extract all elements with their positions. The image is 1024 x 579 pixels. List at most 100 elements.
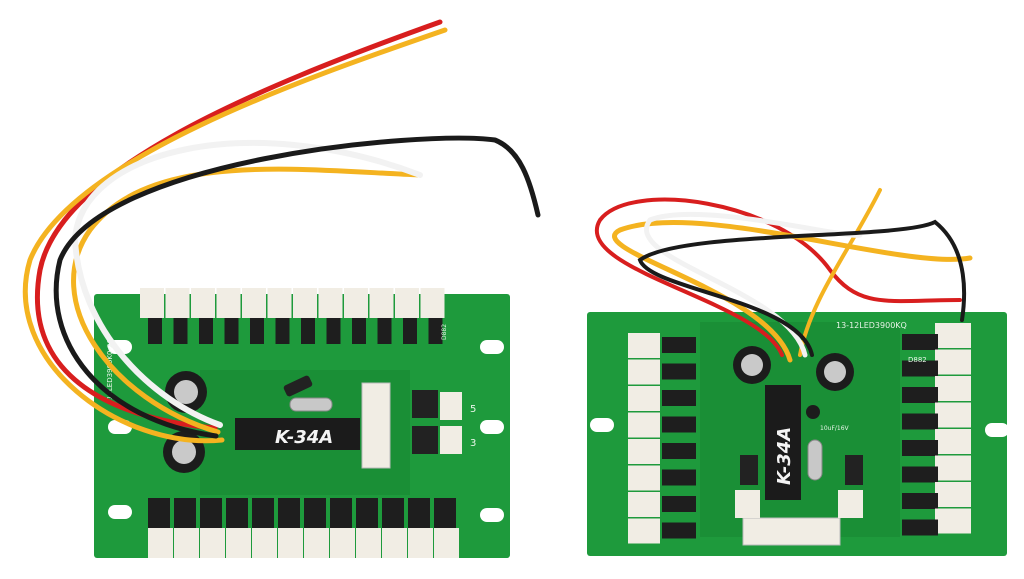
mounting-hole	[985, 423, 1009, 437]
left-board-code: 12LED3900K0-26	[106, 339, 114, 400]
left-port-label-5: 5	[470, 404, 476, 415]
connector	[304, 528, 329, 558]
connector	[935, 429, 971, 454]
connector	[278, 528, 303, 558]
transistor	[382, 498, 404, 528]
connector	[628, 359, 660, 385]
connector	[242, 288, 266, 318]
transistor	[662, 337, 696, 353]
transistor	[301, 318, 315, 344]
connector	[252, 528, 277, 558]
transistor	[199, 318, 213, 344]
transistor	[662, 416, 696, 433]
connector	[293, 288, 317, 318]
right-capacitor-2-top	[824, 361, 846, 383]
transistor	[148, 498, 170, 528]
right-chip-label: K-34A	[774, 427, 795, 485]
transistor	[902, 493, 938, 509]
right-led-driver-board: 13-12LED3900KQ K-34A 10uF/16V D882	[587, 312, 1009, 556]
left-capacitor-2-top	[172, 440, 196, 464]
mounting-hole	[480, 420, 504, 434]
transistor	[174, 498, 196, 528]
connector	[382, 528, 407, 558]
left-crystal	[289, 397, 333, 412]
right-cap-label: 10uF/16V	[820, 425, 850, 432]
connector	[356, 528, 381, 558]
connector	[216, 288, 241, 318]
right-transistor-b	[845, 455, 863, 485]
transistor	[662, 469, 696, 486]
left-small-capacitor	[283, 375, 313, 397]
transistor	[902, 466, 938, 483]
mounting-hole	[590, 418, 614, 432]
transistor	[902, 519, 938, 536]
transistor	[173, 318, 188, 344]
transistor	[326, 318, 341, 344]
connector	[267, 288, 292, 318]
connector	[935, 455, 971, 481]
mounting-hole	[480, 340, 504, 354]
left-black-wire	[53, 135, 541, 439]
connector	[318, 288, 343, 318]
transistor	[377, 318, 392, 344]
right-yellow-stub	[798, 188, 882, 357]
left-microcontroller-chip	[235, 418, 360, 450]
left-chip-label: K-34A	[275, 427, 333, 448]
mounting-hole	[480, 508, 504, 522]
connector	[191, 288, 215, 318]
transistor	[662, 390, 696, 406]
right-board-code: 13-12LED3900KQ	[836, 321, 907, 330]
left-transistor-label: D882	[441, 324, 448, 340]
transistor	[428, 318, 443, 344]
transistor	[403, 318, 417, 344]
connector	[628, 386, 660, 411]
transistor	[902, 334, 938, 350]
transistor	[330, 498, 352, 528]
connector	[628, 439, 660, 464]
connector	[935, 323, 971, 348]
right-crystal	[807, 439, 823, 481]
left-led-driver-board: 12LED3900K0-26 K-34A 5 3 D882	[94, 288, 510, 558]
transistor	[902, 413, 938, 430]
left-yellow-wire-2	[71, 166, 423, 435]
connector	[344, 288, 368, 318]
right-transistor-label: D882	[908, 356, 927, 364]
transistor	[352, 318, 366, 344]
transistor	[902, 387, 938, 403]
connector	[330, 528, 355, 558]
right-microcontroller-chip	[765, 385, 801, 500]
transistor	[200, 498, 222, 528]
connector	[174, 528, 199, 558]
transistor	[250, 318, 264, 344]
transistor	[275, 318, 290, 344]
left-power-transistor-1	[412, 390, 438, 418]
wire-bundles	[22, 19, 973, 444]
mounting-hole	[108, 505, 132, 519]
transistor	[902, 440, 938, 456]
transistor	[662, 443, 696, 459]
transistor	[662, 496, 696, 512]
left-port-3-connector	[440, 426, 462, 454]
connector	[148, 528, 173, 558]
transistor	[224, 318, 239, 344]
right-black-wire	[637, 219, 967, 357]
transistor	[902, 360, 938, 377]
left-red-wire	[35, 19, 443, 431]
connector	[935, 349, 971, 375]
transistor	[408, 498, 430, 528]
transistor	[278, 498, 300, 528]
connector	[935, 402, 971, 428]
left-power-transistor-2	[412, 426, 438, 454]
transistor	[304, 498, 326, 528]
transistor	[662, 522, 696, 539]
transistor	[226, 498, 248, 528]
connector	[935, 376, 971, 401]
left-port-5-connector	[440, 392, 462, 420]
transistor	[662, 363, 696, 380]
connector	[369, 288, 394, 318]
connector	[420, 288, 445, 318]
transistor	[148, 318, 162, 344]
right-bottom-connector	[742, 517, 841, 546]
transistor	[434, 498, 456, 528]
